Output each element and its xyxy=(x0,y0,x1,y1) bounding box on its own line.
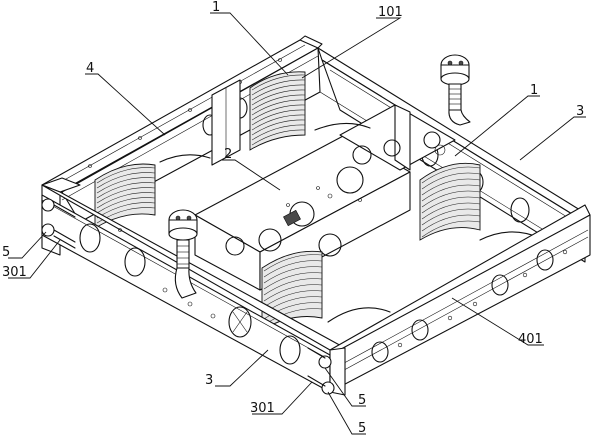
callout-4: 4 xyxy=(86,61,94,76)
callout-2: 2 xyxy=(224,147,232,162)
callout-5-bottom-b: 5 xyxy=(358,421,366,436)
fin-stack-right xyxy=(419,162,481,241)
callout-401: 401 xyxy=(518,332,543,347)
callout-3-top: 3 xyxy=(576,104,584,119)
leader-lines xyxy=(8,12,586,435)
partition-left xyxy=(211,79,241,166)
frame-side-rail-401 xyxy=(329,204,591,393)
callout-1-right: 1 xyxy=(530,83,538,98)
callout-3-bottom: 3 xyxy=(205,373,213,388)
callout-5-bottom-a: 5 xyxy=(358,393,366,408)
fin-stack-upper xyxy=(249,71,306,151)
callout-301-bottom: 301 xyxy=(250,401,275,416)
callout-labels: 1 101 4 1 3 2 5 301 401 3 301 5 5 xyxy=(2,0,584,436)
connector-upper xyxy=(440,54,471,126)
callout-5-left: 5 xyxy=(2,245,10,260)
callout-101: 101 xyxy=(378,5,403,20)
connector-lower xyxy=(168,209,198,299)
callout-1-top: 1 xyxy=(212,0,220,15)
partition-upper xyxy=(339,104,456,171)
callout-301-left: 301 xyxy=(2,265,27,280)
bolt-right xyxy=(307,347,335,395)
fin-stack-lower xyxy=(261,250,323,331)
